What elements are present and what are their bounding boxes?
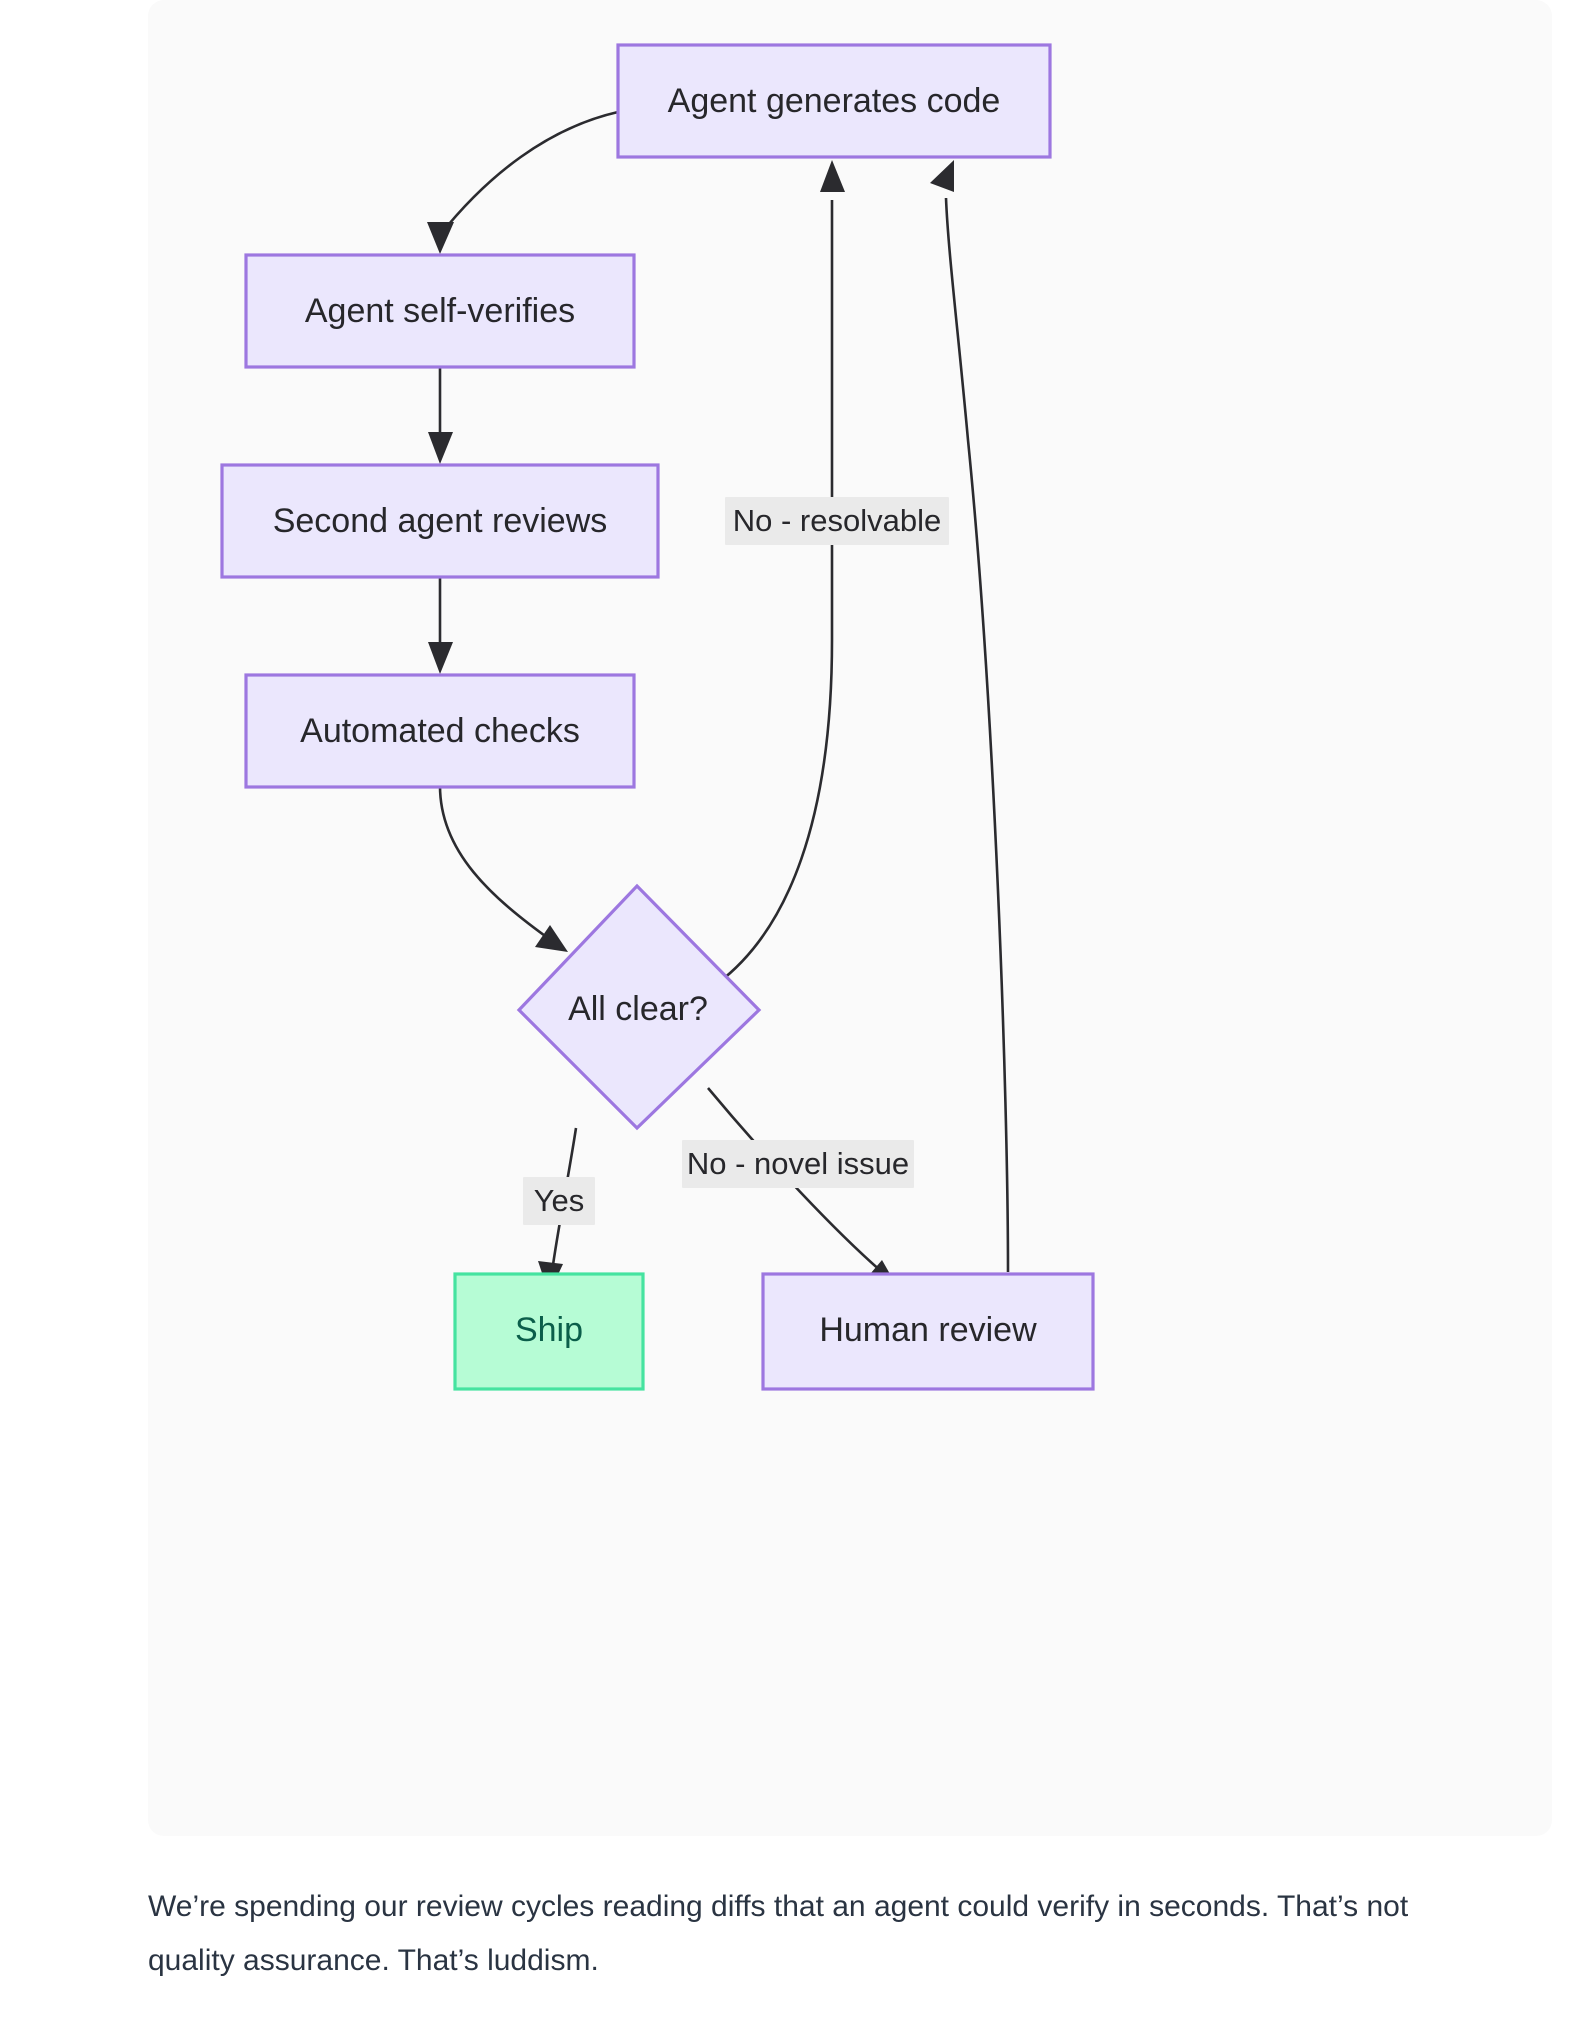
node-second-agent-reviews[interactable]: Second agent reviews xyxy=(220,463,660,579)
edge-selfverify-to-secondagent xyxy=(428,366,453,464)
arrowhead-icon xyxy=(820,160,845,192)
edge-autochecks-to-allclear xyxy=(438,785,568,952)
edge-allclear-to-generate xyxy=(717,160,845,985)
node-agent-self-verifies-label: Agent self-verifies xyxy=(305,292,575,330)
node-human-review[interactable]: Human review xyxy=(761,1272,1095,1391)
node-automated-checks-label: Automated checks xyxy=(300,712,580,750)
edge-label-no-resolvable: No - resolvable xyxy=(725,497,949,545)
arrowhead-icon xyxy=(428,642,453,674)
edge-label-no-resolvable-text: No - resolvable xyxy=(733,503,941,538)
edge-label-no-novel-issue: No - novel issue xyxy=(682,1140,914,1188)
caption-paragraph: We’re spending our review cycles reading… xyxy=(148,1880,1458,1988)
node-agent-self-verifies[interactable]: Agent self-verifies xyxy=(244,253,636,369)
node-automated-checks[interactable]: Automated checks xyxy=(244,673,636,789)
edge-label-yes-text: Yes xyxy=(534,1183,585,1218)
node-ship[interactable]: Ship xyxy=(453,1272,645,1391)
edge-label-yes: Yes xyxy=(523,1177,595,1225)
arrowhead-icon xyxy=(427,222,454,254)
edge-humanreview-to-generate xyxy=(930,160,1010,1273)
node-agent-generates-code-label: Agent generates code xyxy=(668,82,1001,120)
node-second-agent-reviews-label: Second agent reviews xyxy=(273,502,608,540)
caption-line-1: We’re spending our review cycles reading… xyxy=(148,1890,1409,1923)
node-ship-label: Ship xyxy=(515,1311,583,1349)
node-agent-generates-code[interactable]: Agent generates code xyxy=(616,43,1052,159)
edge-generate-to-selfverify xyxy=(427,110,619,254)
node-all-clear-label: All clear? xyxy=(568,990,708,1028)
arrowhead-icon xyxy=(428,432,453,464)
caption-line-2: quality assurance. That’s luddism. xyxy=(148,1944,599,1977)
edge-secondagent-to-autochecks xyxy=(428,576,453,674)
flowchart-container: No - resolvable No - novel issue Yes Age… xyxy=(148,0,1552,1836)
edge-label-no-novel-issue-text: No - novel issue xyxy=(687,1146,909,1181)
flowchart-svg: No - resolvable No - novel issue Yes Age… xyxy=(220,43,1095,1391)
arrowhead-icon xyxy=(535,925,568,952)
node-all-clear-decision[interactable]: All clear? xyxy=(516,883,762,1131)
arrowhead-icon xyxy=(930,160,954,192)
node-human-review-label: Human review xyxy=(819,1311,1037,1349)
